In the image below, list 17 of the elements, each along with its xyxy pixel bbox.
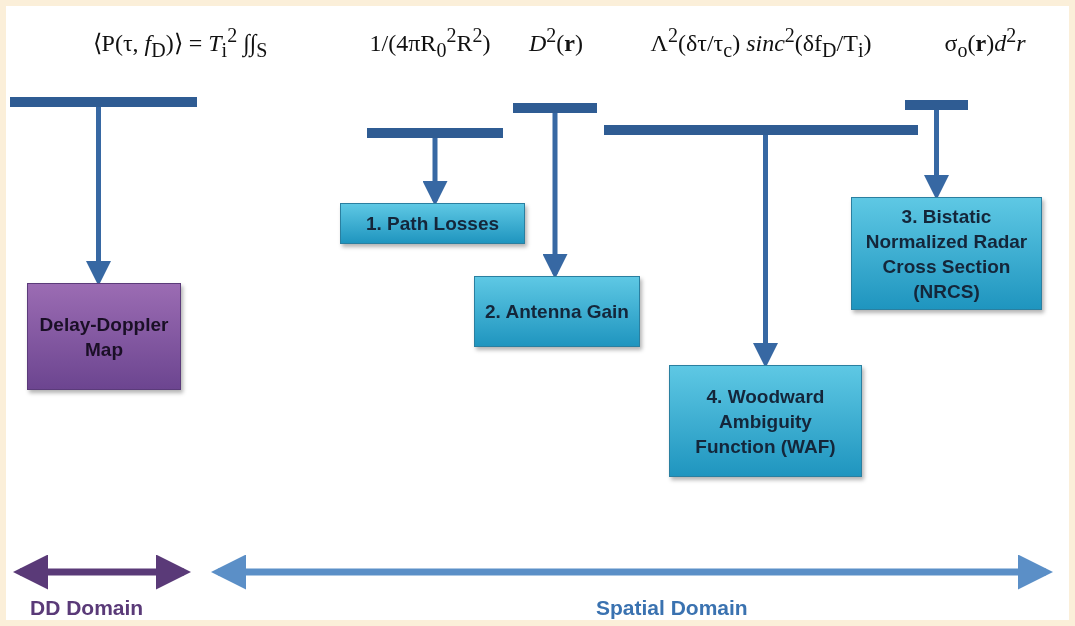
domain-label: DD Domain: [30, 596, 144, 620]
term-box: 2. Antenna Gain: [474, 276, 640, 347]
domain-label: Spatial Domain: [596, 596, 748, 620]
underline-bar: [10, 97, 197, 107]
equation-term: ⟨P(τ, f$_{D}$)⟩ = T$_{i}$$^{2}$ ∫∫$_{S}$: [91, 24, 269, 62]
equation-term: σ$_{o}$(r)d$^{2}$r: [943, 24, 1027, 62]
term-box: 3. Bistatic Normalized Radar Cross Section (NRCS): [851, 197, 1042, 310]
underline-bar: [367, 128, 503, 138]
output-box: Delay-Doppler Map: [27, 283, 181, 390]
equation-term: 1/(4πR$_{0}$$^{2}$R$^{2}$): [368, 24, 492, 62]
equation-term: Λ$^{2}$(δτ/τ$_{c}$) sinc$^{2}$(δf$_{D}$/T$_{i}$): [649, 24, 873, 62]
equation-term: D$^{2}$(r): [528, 24, 584, 57]
underline-bar: [513, 103, 597, 113]
underline-bar: [905, 100, 968, 110]
underline-bar: [604, 125, 918, 135]
term-box: 1. Path Losses: [340, 203, 525, 244]
term-box: 4. Woodward Ambiguity Function (WAF): [669, 365, 862, 477]
